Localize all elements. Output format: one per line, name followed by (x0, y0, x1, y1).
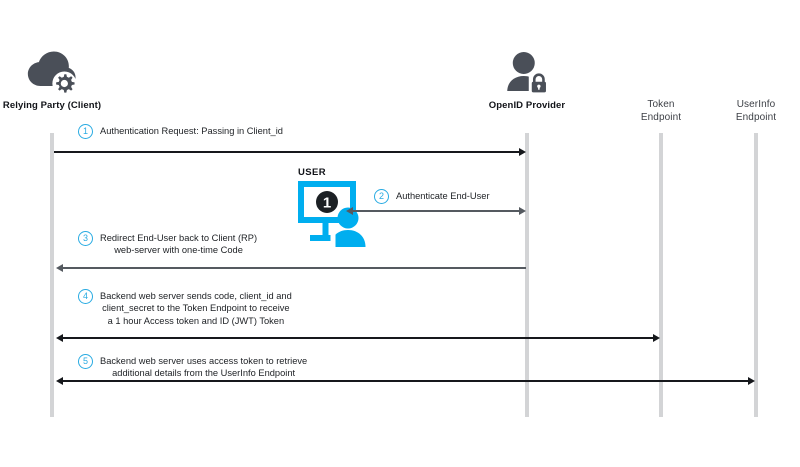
step-text-5: Backend web server uses access token to … (100, 356, 308, 379)
message-arrow-4-head-right (653, 333, 660, 342)
actor-label-userinfo-endpoint: UserInfo Endpoint (735, 99, 777, 123)
actor-openid-provider: OpenID Provider (489, 50, 565, 111)
step-badge-1: 1 (78, 124, 93, 139)
message-arrow-5-head-left (56, 376, 63, 385)
message-arrow-2-head-right (519, 206, 526, 215)
person-lock-icon (507, 52, 549, 94)
message-arrow-1 (54, 151, 522, 153)
cloud-gear-icon (28, 51, 77, 96)
message-arrow-2 (352, 210, 524, 212)
message-arrow-5 (62, 380, 751, 382)
user-block: USER 1 (298, 167, 368, 254)
lifeline-userinfo-endpoint (754, 133, 758, 417)
step-badge-3: 3 (78, 231, 93, 246)
lifeline-openid-provider (525, 133, 529, 417)
message-arrow-4 (62, 337, 656, 339)
message-arrow-1-head (519, 147, 526, 156)
step-text-2: Authenticate End-User (396, 191, 490, 201)
step-5: 5 Backend web server uses access token t… (78, 354, 307, 380)
actor-label-token-endpoint: Token Endpoint (640, 99, 682, 123)
lifeline-token-endpoint (659, 133, 663, 417)
step-badge-5: 5 (78, 354, 93, 369)
message-arrow-3-head (56, 263, 63, 272)
step-2: 2 Authenticate End-User (374, 189, 490, 204)
step-text-4: Backend web server sends code, client_id… (100, 291, 292, 326)
actor-label-openid-provider: OpenID Provider (488, 100, 566, 111)
actor-token-endpoint: Token Endpoint (616, 94, 706, 124)
actor-relying-party: Relying Party (Client) (3, 50, 101, 111)
user-title: USER (298, 167, 326, 178)
actor-userinfo-endpoint: UserInfo Endpoint (711, 94, 800, 124)
message-arrow-3 (62, 267, 526, 269)
step-badge-4: 4 (78, 289, 93, 304)
lifeline-relying-party (50, 133, 54, 417)
step-text-3: Redirect End-User back to Client (RP) we… (100, 233, 258, 256)
message-arrow-4-head-left (56, 333, 63, 342)
message-arrow-5-head-right (748, 376, 755, 385)
step-4: 4 Backend web server sends code, client_… (78, 289, 292, 327)
message-arrow-2-head-left (346, 206, 353, 215)
step-text-1: Authentication Request: Passing in Clien… (100, 126, 283, 136)
step-badge-2: 2 (374, 189, 389, 204)
monitor-user-icon: 1 (298, 181, 366, 249)
actor-label-relying-party: Relying Party (Client) (2, 100, 102, 111)
user-badge-number: 1 (323, 195, 331, 212)
step-3: 3 Redirect End-User back to Client (RP) … (78, 231, 257, 257)
step-1: 1 Authentication Request: Passing in Cli… (78, 124, 283, 139)
